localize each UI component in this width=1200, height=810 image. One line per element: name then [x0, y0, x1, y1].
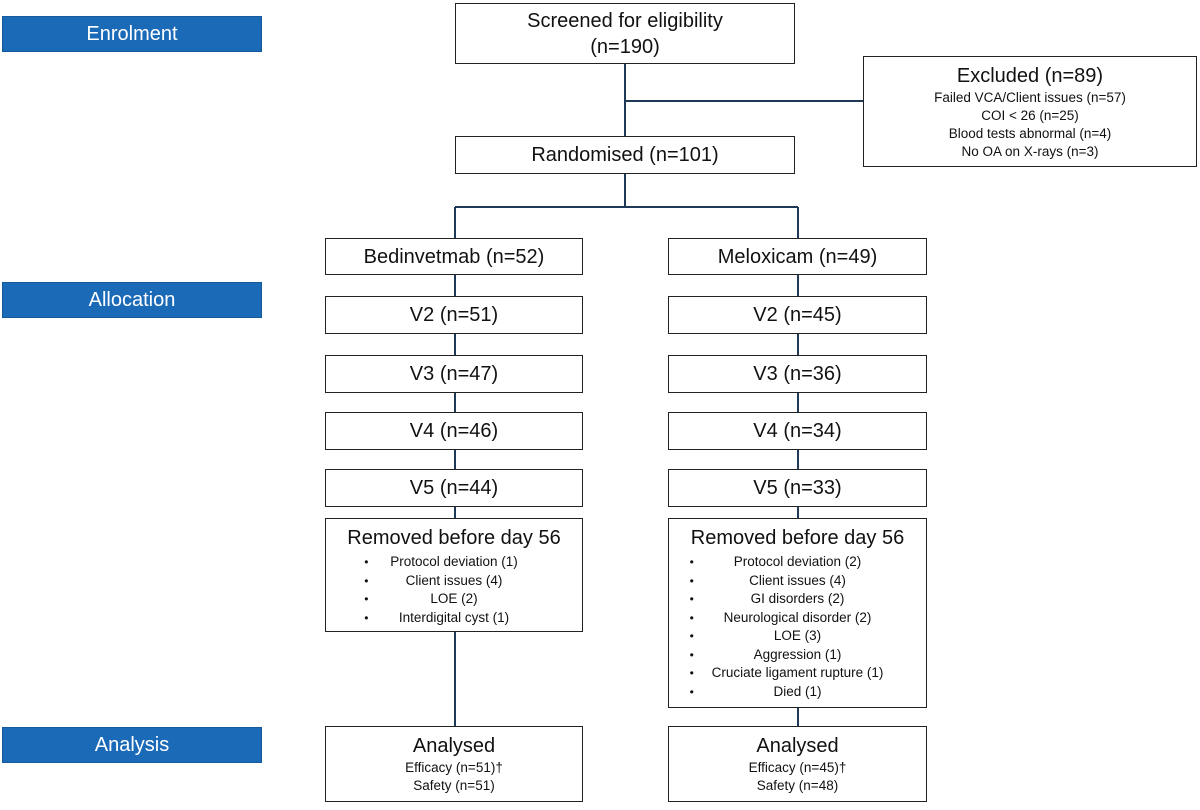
randomised-box: Randomised (n=101) [455, 136, 795, 174]
visit-label: V5 (n=33) [753, 477, 842, 499]
analysed-bedinvetmab-box: Analysed Efficacy (n=51)† Safety (n=51) [325, 726, 583, 802]
analysed-meloxicam-box: Analysed Efficacy (n=45)† Safety (n=48) [668, 726, 927, 802]
list-item: •Protocol deviation (1) [364, 554, 518, 569]
stage-allocation-label: Allocation [88, 288, 176, 311]
visit-box: V3 (n=36) [668, 355, 927, 393]
efficacy-count: Efficacy (n=51)† [405, 760, 503, 775]
stage-enrolment: Enrolment [2, 16, 262, 52]
analysed-title: Analysed [756, 735, 839, 757]
safety-count: Safety (n=48) [756, 778, 839, 793]
visit-label: V2 (n=45) [753, 304, 842, 326]
list-item: •Died (1) [689, 683, 822, 699]
removed-title: Removed before day 56 [347, 527, 561, 549]
visit-box: V5 (n=44) [325, 469, 583, 507]
excluded-box: Excluded (n=89) Failed VCA/Client issues… [863, 56, 1197, 167]
removed-title: Removed before day 56 [690, 527, 905, 549]
list-item: •Client issues (4) [689, 572, 846, 588]
removed-bedinvetmab-box: Removed before day 56 •Protocol deviatio… [325, 518, 583, 632]
visit-box: V4 (n=34) [668, 412, 927, 450]
arm-bedinvetmab-label: Bedinvetmab (n=52) [363, 245, 545, 268]
stage-enrolment-label: Enrolment [86, 22, 178, 45]
list-item: •GI disorders (2) [689, 591, 845, 606]
excluded-reason: COI < 26 (n=25) [981, 107, 1079, 123]
list-item: •LOE (3) [689, 628, 822, 643]
visit-label: V2 (n=51) [409, 304, 499, 326]
removed-meloxicam-box: Removed before day 56 •Protocol deviatio… [668, 518, 927, 708]
visit-label: V3 (n=36) [753, 363, 842, 385]
stage-analysis-label: Analysis [94, 733, 170, 756]
visit-box: V4 (n=46) [325, 412, 583, 450]
visit-label: V4 (n=34) [753, 420, 842, 442]
list-item: •Cruciate ligament rupture (1) [689, 665, 884, 680]
visit-label: V5 (n=44) [409, 477, 499, 499]
list-item: •Interdigital cyst (1) [364, 609, 510, 625]
list-item: •Protocol deviation (2) [689, 554, 862, 569]
stage-allocation: Allocation [2, 282, 262, 318]
excluded-title: Excluded (n=89) [956, 64, 1104, 87]
removed-list: •Protocol deviation (2) •Client issues (… [689, 553, 884, 701]
list-item: •LOE (2) [364, 591, 478, 606]
list-item: •Client issues (4) [364, 572, 503, 588]
arm-bedinvetmab-box: Bedinvetmab (n=52) [325, 238, 583, 275]
efficacy-count: Efficacy (n=45)† [748, 760, 847, 775]
list-item: •Aggression (1) [689, 646, 842, 662]
visit-box: V5 (n=33) [668, 469, 927, 507]
analysed-title: Analysed [412, 735, 496, 757]
safety-count: Safety (n=51) [413, 778, 495, 793]
removed-list: •Protocol deviation (1) •Client issues (… [364, 553, 518, 627]
excluded-reason: Failed VCA/Client issues (n=57) [934, 89, 1126, 105]
arm-meloxicam-box: Meloxicam (n=49) [668, 238, 927, 275]
visit-box: V2 (n=51) [325, 296, 583, 334]
visit-label: V4 (n=46) [409, 420, 499, 442]
arm-meloxicam-label: Meloxicam (n=49) [717, 245, 878, 268]
list-item: •Neurological disorder (2) [689, 609, 872, 625]
excluded-reason: Blood tests abnormal (n=4) [948, 125, 1112, 141]
stage-analysis: Analysis [2, 727, 262, 763]
excluded-reason: No OA on X-rays (n=3) [961, 143, 1099, 159]
visit-label: V3 (n=47) [409, 363, 499, 385]
randomised-label: Randomised (n=101) [531, 144, 719, 166]
visit-box: V2 (n=45) [668, 296, 927, 334]
screened-count: (n=190) [590, 35, 660, 58]
visit-box: V3 (n=47) [325, 355, 583, 393]
screened-box: Screened for eligibility (n=190) [455, 3, 795, 64]
screened-title: Screened for eligibility [527, 9, 723, 32]
